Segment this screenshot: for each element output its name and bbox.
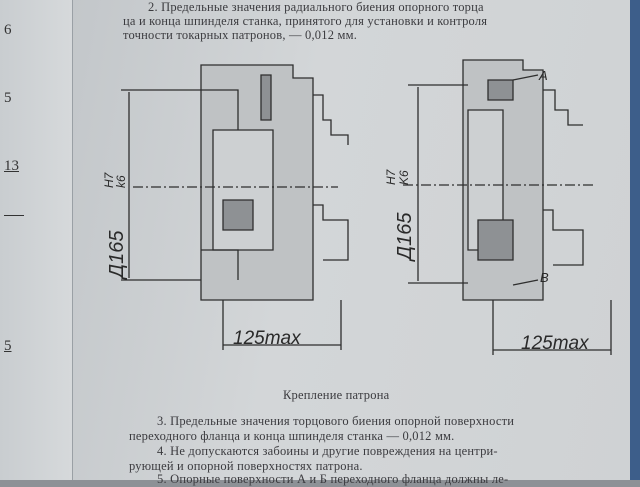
blue-edge xyxy=(630,0,640,480)
chuck-mounting-drawing: Д165 H7 k6 125max Д165 H7 K6 125max A B xyxy=(102,59,612,355)
text-line: 4. Не допускаются забоины и другие повре… xyxy=(157,444,498,458)
marker-b: B xyxy=(540,270,549,285)
fit-label: H7 xyxy=(102,171,116,188)
text-line: 2. Предельные значения радиального биени… xyxy=(148,0,484,14)
right-chuck-section xyxy=(403,59,612,355)
figure-caption: Крепление патрона xyxy=(283,388,390,402)
text-line: 3. Предельные значения торцового биения … xyxy=(157,414,515,428)
fit-label: H7 xyxy=(384,168,398,185)
divider xyxy=(4,215,24,216)
document-page: 2. Предельные значения радиального биени… xyxy=(72,0,631,486)
fit-label: k6 xyxy=(114,175,128,188)
length-label: 125max xyxy=(521,333,590,354)
left-chuck-section xyxy=(121,64,349,350)
fit-label: K6 xyxy=(397,170,411,185)
page-number: 5 xyxy=(4,90,12,106)
diameter-label: Д165 xyxy=(394,212,416,262)
left-page: 6 5 13 5 xyxy=(0,0,72,480)
diameter-label: Д165 xyxy=(106,230,128,280)
page-number: 6 xyxy=(4,22,12,38)
text-line: ца и конца шпинделя станка, принятого дл… xyxy=(123,14,488,28)
text-line: переходного фланца и конца шпинделя стан… xyxy=(129,429,455,443)
marker-a: A xyxy=(538,68,548,83)
length-label: 125max xyxy=(233,328,302,349)
text-line: рующей и опорной поверхностях патрона. xyxy=(129,459,363,473)
page-number: 5 xyxy=(4,338,12,354)
text-line: точности токарных патронов, — 0,012 мм. xyxy=(123,28,358,42)
page-number: 13 xyxy=(4,158,19,174)
